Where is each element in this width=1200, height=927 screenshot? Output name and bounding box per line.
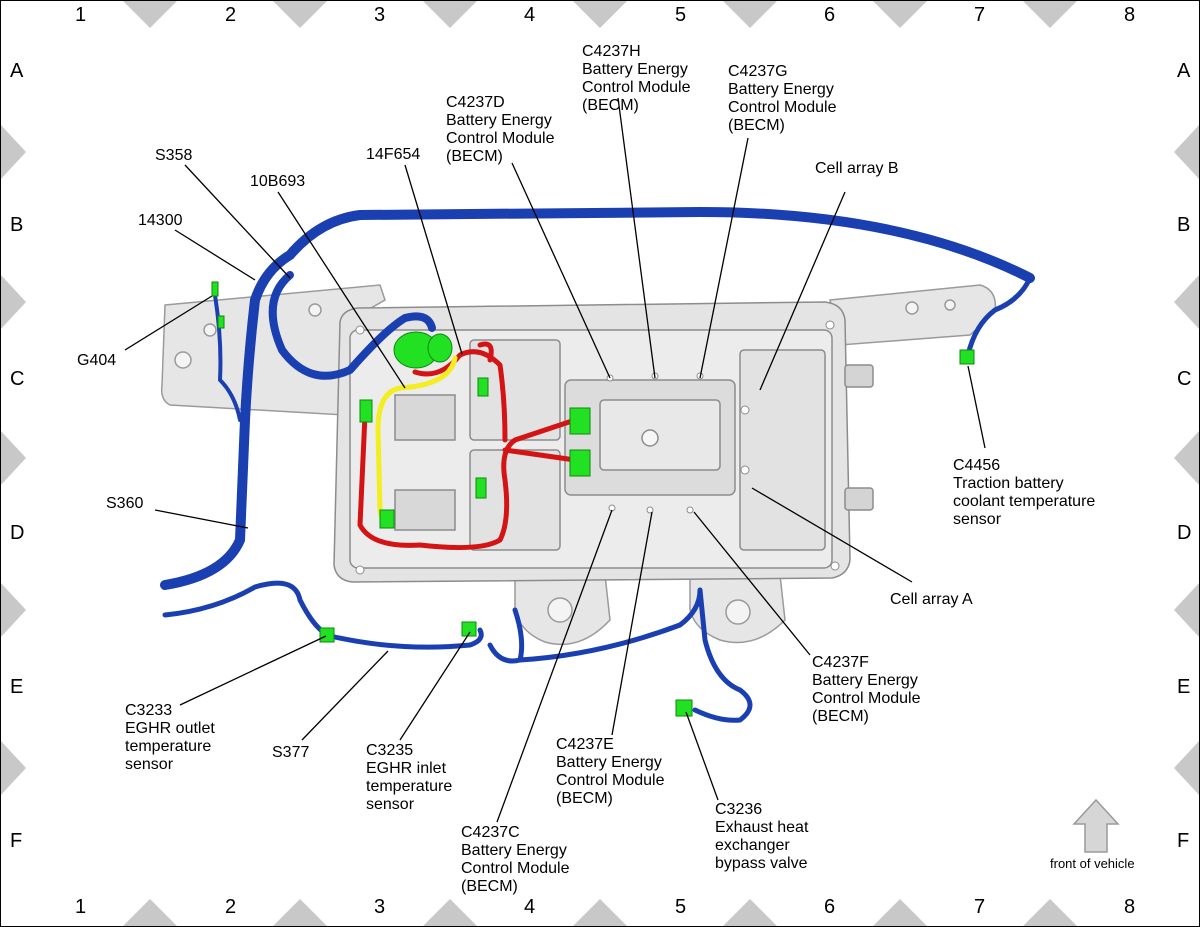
grid-column-6-bottom: 6 [824, 896, 836, 918]
grid-column-2-top: 2 [225, 4, 237, 26]
grid-column-4-top: 4 [524, 4, 536, 26]
callout-14300: 14300 [138, 212, 183, 229]
housing-bolts [355, 320, 840, 575]
callout-c4237d: C4237D Battery Energy Control Module (BE… [446, 94, 555, 165]
grid-row-E-right: E [1177, 676, 1191, 698]
right-mounting-bracket [829, 284, 997, 346]
callout-c3236: C3236 Exhaust heat exchanger bypass valv… [715, 801, 809, 872]
grid-row-F-left: F [10, 830, 23, 852]
grid-column-4-bottom: 4 [524, 896, 536, 918]
blue-harness [160, 207, 1035, 723]
grid-column-6-top: 6 [824, 4, 836, 26]
callout-g404: G404 [77, 352, 117, 369]
callout-cell-array-b: Cell array B [815, 160, 899, 177]
grid-column-8-bottom: 8 [1124, 896, 1136, 918]
callout-c3233: C3233 EGHR outlet temperature sensor [125, 702, 215, 773]
callout-c4237e: C4237E Battery Energy Control Module (BE… [556, 736, 665, 807]
grid-row-C-right: C [1177, 368, 1192, 390]
grid-row-D-right: D [1177, 522, 1192, 544]
grid-column-8-top: 8 [1124, 4, 1136, 26]
red-harness [357, 341, 578, 551]
grid-column-5-bottom: 5 [675, 896, 687, 918]
grid-column-1-bottom: 1 [75, 896, 87, 918]
grid-column-3-top: 3 [374, 4, 386, 26]
grid-column-5-top: 5 [675, 4, 687, 26]
grid-column-1-top: 1 [75, 4, 87, 26]
grid-row-A-left: A [10, 60, 24, 82]
callout-c4237g: C4237G Battery Energy Control Module (BE… [728, 63, 837, 134]
grid-column-3-bottom: 3 [374, 896, 386, 918]
front-of-vehicle-label: front of vehicle [1050, 856, 1135, 871]
callout-c4237f: C4237F Battery Energy Control Module (BE… [812, 654, 921, 725]
grid-row-F-right: F [1177, 830, 1190, 852]
callout-cell-array-a: Cell array A [890, 591, 973, 608]
callout-c3235: C3235 EGHR inlet temperature sensor [366, 742, 453, 813]
grid-row-A-right: A [1177, 60, 1191, 82]
battery-housing [333, 301, 874, 583]
grid-row-B-right: B [1177, 214, 1191, 236]
callout-s360: S360 [106, 495, 144, 512]
callout-c4237h: C4237H Battery Energy Control Module (BE… [582, 43, 691, 114]
grid-row-D-left: D [10, 522, 25, 544]
callout-s377: S377 [272, 744, 310, 761]
leader-lines [124, 97, 986, 823]
grid-row-C-left: C [10, 368, 25, 390]
callout-s358: S358 [155, 147, 193, 164]
callout-10b693: 10B693 [250, 173, 306, 190]
callout-14f654: 14F654 [366, 146, 421, 163]
grid-column-7-top: 7 [974, 4, 986, 26]
grid-row-E-left: E [10, 676, 24, 698]
front-arrow-icon [1072, 798, 1120, 853]
grid-row-B-left: B [10, 214, 24, 236]
callout-c4237c: C4237C Battery Energy Control Module (BE… [461, 824, 570, 895]
green-connectors [211, 281, 975, 717]
callout-c4456: C4456 Traction battery coolant temperatu… [953, 457, 1096, 528]
grid-column-2-bottom: 2 [225, 896, 237, 918]
grid-column-7-bottom: 7 [974, 896, 986, 918]
